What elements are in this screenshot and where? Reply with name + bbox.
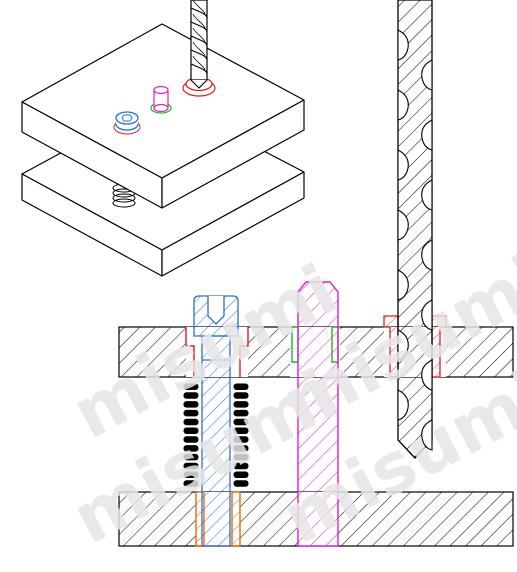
- spring-coil-right: [233, 401, 249, 408]
- drill-flute-left: [397, 329, 409, 361]
- iso-guide-pin: [150, 85, 172, 114]
- drill-flute-left: [397, 389, 409, 421]
- spring-coil-right: [233, 392, 249, 399]
- spring-coil-left: [183, 480, 199, 487]
- spring-coil-left: [183, 409, 199, 417]
- drill-flute-right: [421, 59, 433, 91]
- spring-coil-left: [183, 383, 199, 390]
- spring-coil-right: [233, 409, 249, 417]
- spring-coil-right: [233, 445, 249, 452]
- spring-coil-left: [183, 418, 199, 426]
- iso-spring: [112, 183, 136, 208]
- iso-screw-head: [113, 111, 141, 135]
- isometric-assembly: [21, 0, 305, 277]
- drill-flute-left: [397, 149, 409, 181]
- drill-flute-left: [397, 29, 409, 61]
- spring-coil-right: [233, 462, 249, 470]
- drill-flute-right: [421, 119, 433, 151]
- cross-section: [118, 0, 514, 547]
- drill-flute-left: [397, 269, 409, 301]
- drill-flute-right: [421, 419, 433, 451]
- spring-coil-right: [233, 471, 249, 478]
- section-guide-pin: [297, 281, 339, 547]
- drill-flute-right: [421, 179, 433, 211]
- spring-coil-right: [233, 383, 249, 390]
- spring-coil-left: [183, 453, 199, 461]
- spring-coil-right: [233, 418, 249, 426]
- section-spring: [183, 383, 249, 487]
- iso-drill-bit: [190, 0, 208, 89]
- spring-coil-right: [233, 427, 249, 434]
- drill-flute-right: [421, 239, 433, 271]
- spring-coil-left: [183, 471, 199, 478]
- spring-coil-left: [183, 427, 199, 434]
- section-drill-flutes: [397, 29, 433, 451]
- spring-coil-left: [183, 392, 199, 399]
- drill-flute-right: [421, 299, 433, 331]
- spring-coil-left: [183, 436, 199, 443]
- drill-flute-left: [397, 209, 409, 241]
- section-screw-bushing: [185, 327, 249, 377]
- spring-coil-right: [233, 453, 249, 461]
- spring-coil-left: [183, 445, 199, 452]
- spring-coil-left: [183, 401, 199, 408]
- section-cap-screw: [193, 295, 239, 547]
- drill-flute-right: [421, 359, 433, 391]
- drill-flute-left: [397, 89, 409, 121]
- spring-coil-right: [233, 436, 249, 443]
- spring-coil-right: [233, 480, 249, 487]
- spring-coil-left: [183, 462, 199, 470]
